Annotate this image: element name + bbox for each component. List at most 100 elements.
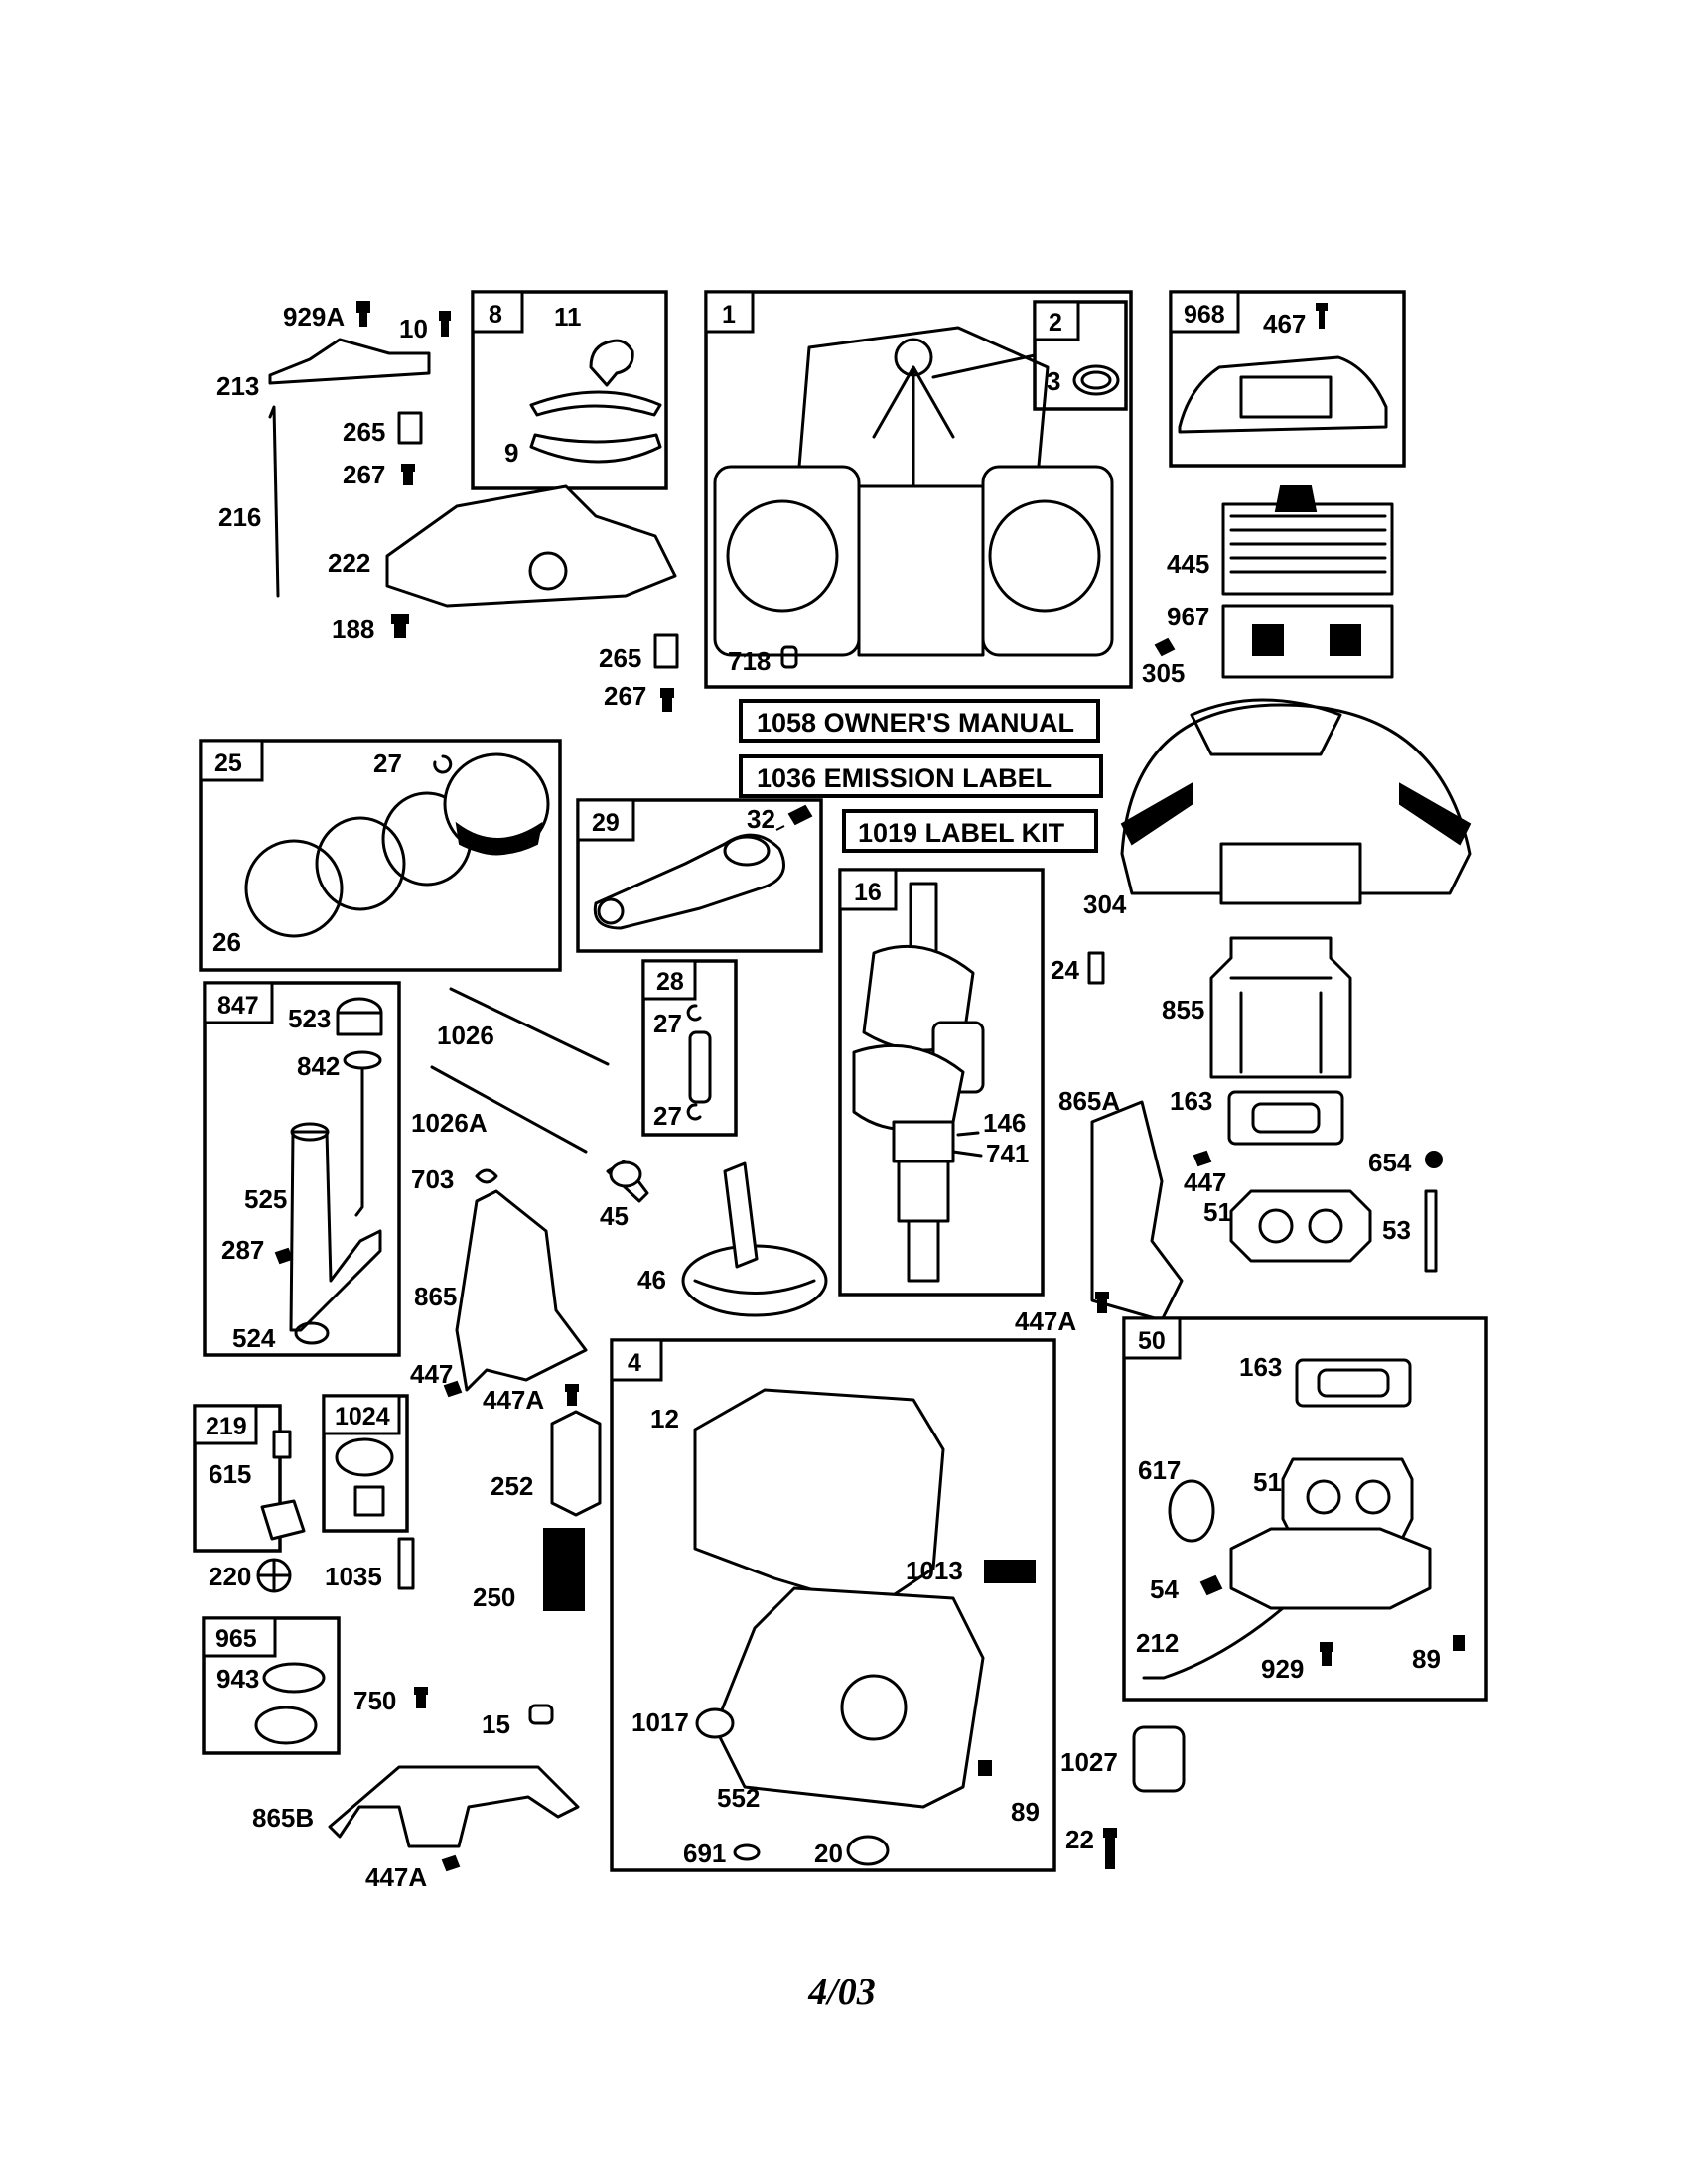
callout-p9: 9: [504, 438, 518, 468]
callout-p1026: 1026: [437, 1021, 494, 1050]
callout-p22: 22: [1065, 1825, 1094, 1854]
screw-287: [274, 1247, 294, 1265]
gasket-163a: [1227, 1090, 1344, 1146]
o-ring-617: [1168, 1479, 1215, 1543]
o-ring-842: [343, 1050, 382, 1070]
screw-267a: [401, 464, 415, 485]
callout-p27b: 27: [653, 1009, 682, 1038]
callout-p24: 24: [1051, 955, 1079, 985]
box-2-seal: 2 3: [931, 300, 1128, 411]
box-28-piston-pin: 28 27 27: [641, 959, 738, 1137]
screw-267b: [660, 688, 674, 712]
callout-p447b: 447: [410, 1359, 453, 1389]
box-tag-29: 29: [592, 809, 620, 837]
callout-p267a: 267: [343, 460, 385, 489]
breather-tube: [589, 339, 634, 387]
governor-parts: 929A 10 213 265 267 216 222 188 265 267: [216, 301, 679, 712]
box-tag-25: 25: [214, 750, 242, 777]
box-1-cylinder-block: 1 718: [704, 290, 1133, 689]
box-tag-219: 219: [206, 1413, 247, 1440]
air-cleaner-cover: [1178, 355, 1388, 434]
callout-p525: 525: [244, 1184, 287, 1214]
callout-p447a: 447: [1184, 1167, 1226, 1197]
callout-p1027: 1027: [1060, 1747, 1118, 1777]
screw-188: [391, 614, 409, 638]
callout-p89a: 89: [1011, 1797, 1040, 1827]
callout-p220: 220: [209, 1562, 251, 1591]
callout-p11: 11: [554, 302, 582, 332]
callout-p865A: 865A: [1058, 1086, 1120, 1116]
screw-447b: [443, 1380, 463, 1398]
box-tag-50: 50: [1138, 1327, 1166, 1355]
gasket-51a: [1229, 1189, 1372, 1263]
crank-web-lower: [852, 1043, 965, 1132]
label-252: [550, 1410, 602, 1517]
callout-p212: 212: [1136, 1628, 1179, 1658]
callout-p146: 146: [983, 1108, 1026, 1138]
adapter-855: [1209, 936, 1352, 1079]
box-tag-16: 16: [854, 879, 882, 906]
breather-gasket: [529, 433, 662, 464]
callout-p615: 615: [209, 1459, 251, 1489]
shroud-865B: [328, 1765, 580, 1848]
plug-89b: [1453, 1635, 1465, 1651]
pin-1035: [397, 1537, 415, 1590]
pushrod-1026A: [430, 1065, 588, 1154]
pin-24: [1087, 951, 1105, 985]
callout-p865: 865: [414, 1282, 457, 1311]
box-219: 219 615: [193, 1404, 306, 1553]
callout-p46: 46: [637, 1265, 666, 1295]
box-tag-965: 965: [215, 1625, 257, 1653]
callout-p51b: 51: [1253, 1467, 1282, 1497]
air-filter-445: [1221, 502, 1394, 596]
owners-manual-kit: 1058 OWNER'S MANUAL: [739, 699, 1100, 743]
gasket-51b: [1281, 1457, 1414, 1541]
clip-265b: [653, 633, 679, 669]
box-847-oil-fill: 847 523 842 525 287 524: [203, 981, 401, 1357]
governor-bracket-213: [268, 338, 431, 385]
bolt-22: [1103, 1828, 1117, 1869]
gasket-943: [262, 1662, 326, 1694]
callout-p617: 617: [1138, 1455, 1181, 1485]
fill-tube-525: [289, 1130, 382, 1332]
box-968-cover: 968 467: [1169, 290, 1406, 468]
box-50-exhaust: 50 163 51 617 54 212 929 89: [1122, 1316, 1488, 1702]
callout-p10: 10: [399, 314, 428, 343]
oil-seal: [1072, 364, 1120, 396]
line-212: [1142, 1606, 1285, 1680]
box-tag-968: 968: [1184, 301, 1225, 329]
callout-p163b: 163: [1239, 1352, 1282, 1382]
callout-p1017: 1017: [632, 1707, 689, 1737]
callout-p842: 842: [297, 1051, 340, 1081]
callout-p523: 523: [288, 1004, 331, 1033]
callout-p855: 855: [1162, 995, 1204, 1024]
governor-gear-219: [260, 1499, 306, 1541]
label-250: [543, 1528, 585, 1611]
box-8-breather: 8 11 9: [471, 290, 668, 490]
label-kit-label: 1019 LABEL KIT: [858, 818, 1065, 848]
screw-929: [1320, 1642, 1333, 1666]
owners-manual-label: 1058 OWNER'S MANUAL: [757, 708, 1074, 738]
ring-26: [244, 839, 344, 938]
clip-27: [433, 754, 453, 774]
pushrod-1026: [449, 987, 610, 1066]
callout-p53: 53: [1382, 1215, 1411, 1245]
callout-p287: 287: [221, 1235, 264, 1265]
nut-654: [1425, 1151, 1443, 1168]
seal-20: [846, 1835, 890, 1866]
dipstick: [354, 1066, 364, 1217]
crank-pto: [907, 1219, 940, 1283]
callout-p213: 213: [216, 371, 259, 401]
misc-lower-left: 220 1035 252 250: [209, 1410, 602, 1612]
callout-p967: 967: [1167, 602, 1209, 631]
screw-305: [1154, 637, 1176, 657]
dowel-718: [780, 645, 798, 669]
callout-p267b: 267: [604, 681, 646, 711]
callout-p163a: 163: [1170, 1086, 1212, 1116]
callout-p929A: 929A: [283, 302, 345, 332]
callout-p703: 703: [411, 1164, 454, 1194]
screw-10: [439, 311, 451, 337]
pre-cleaner-967: [1221, 604, 1394, 679]
box-tag-8: 8: [489, 301, 502, 329]
